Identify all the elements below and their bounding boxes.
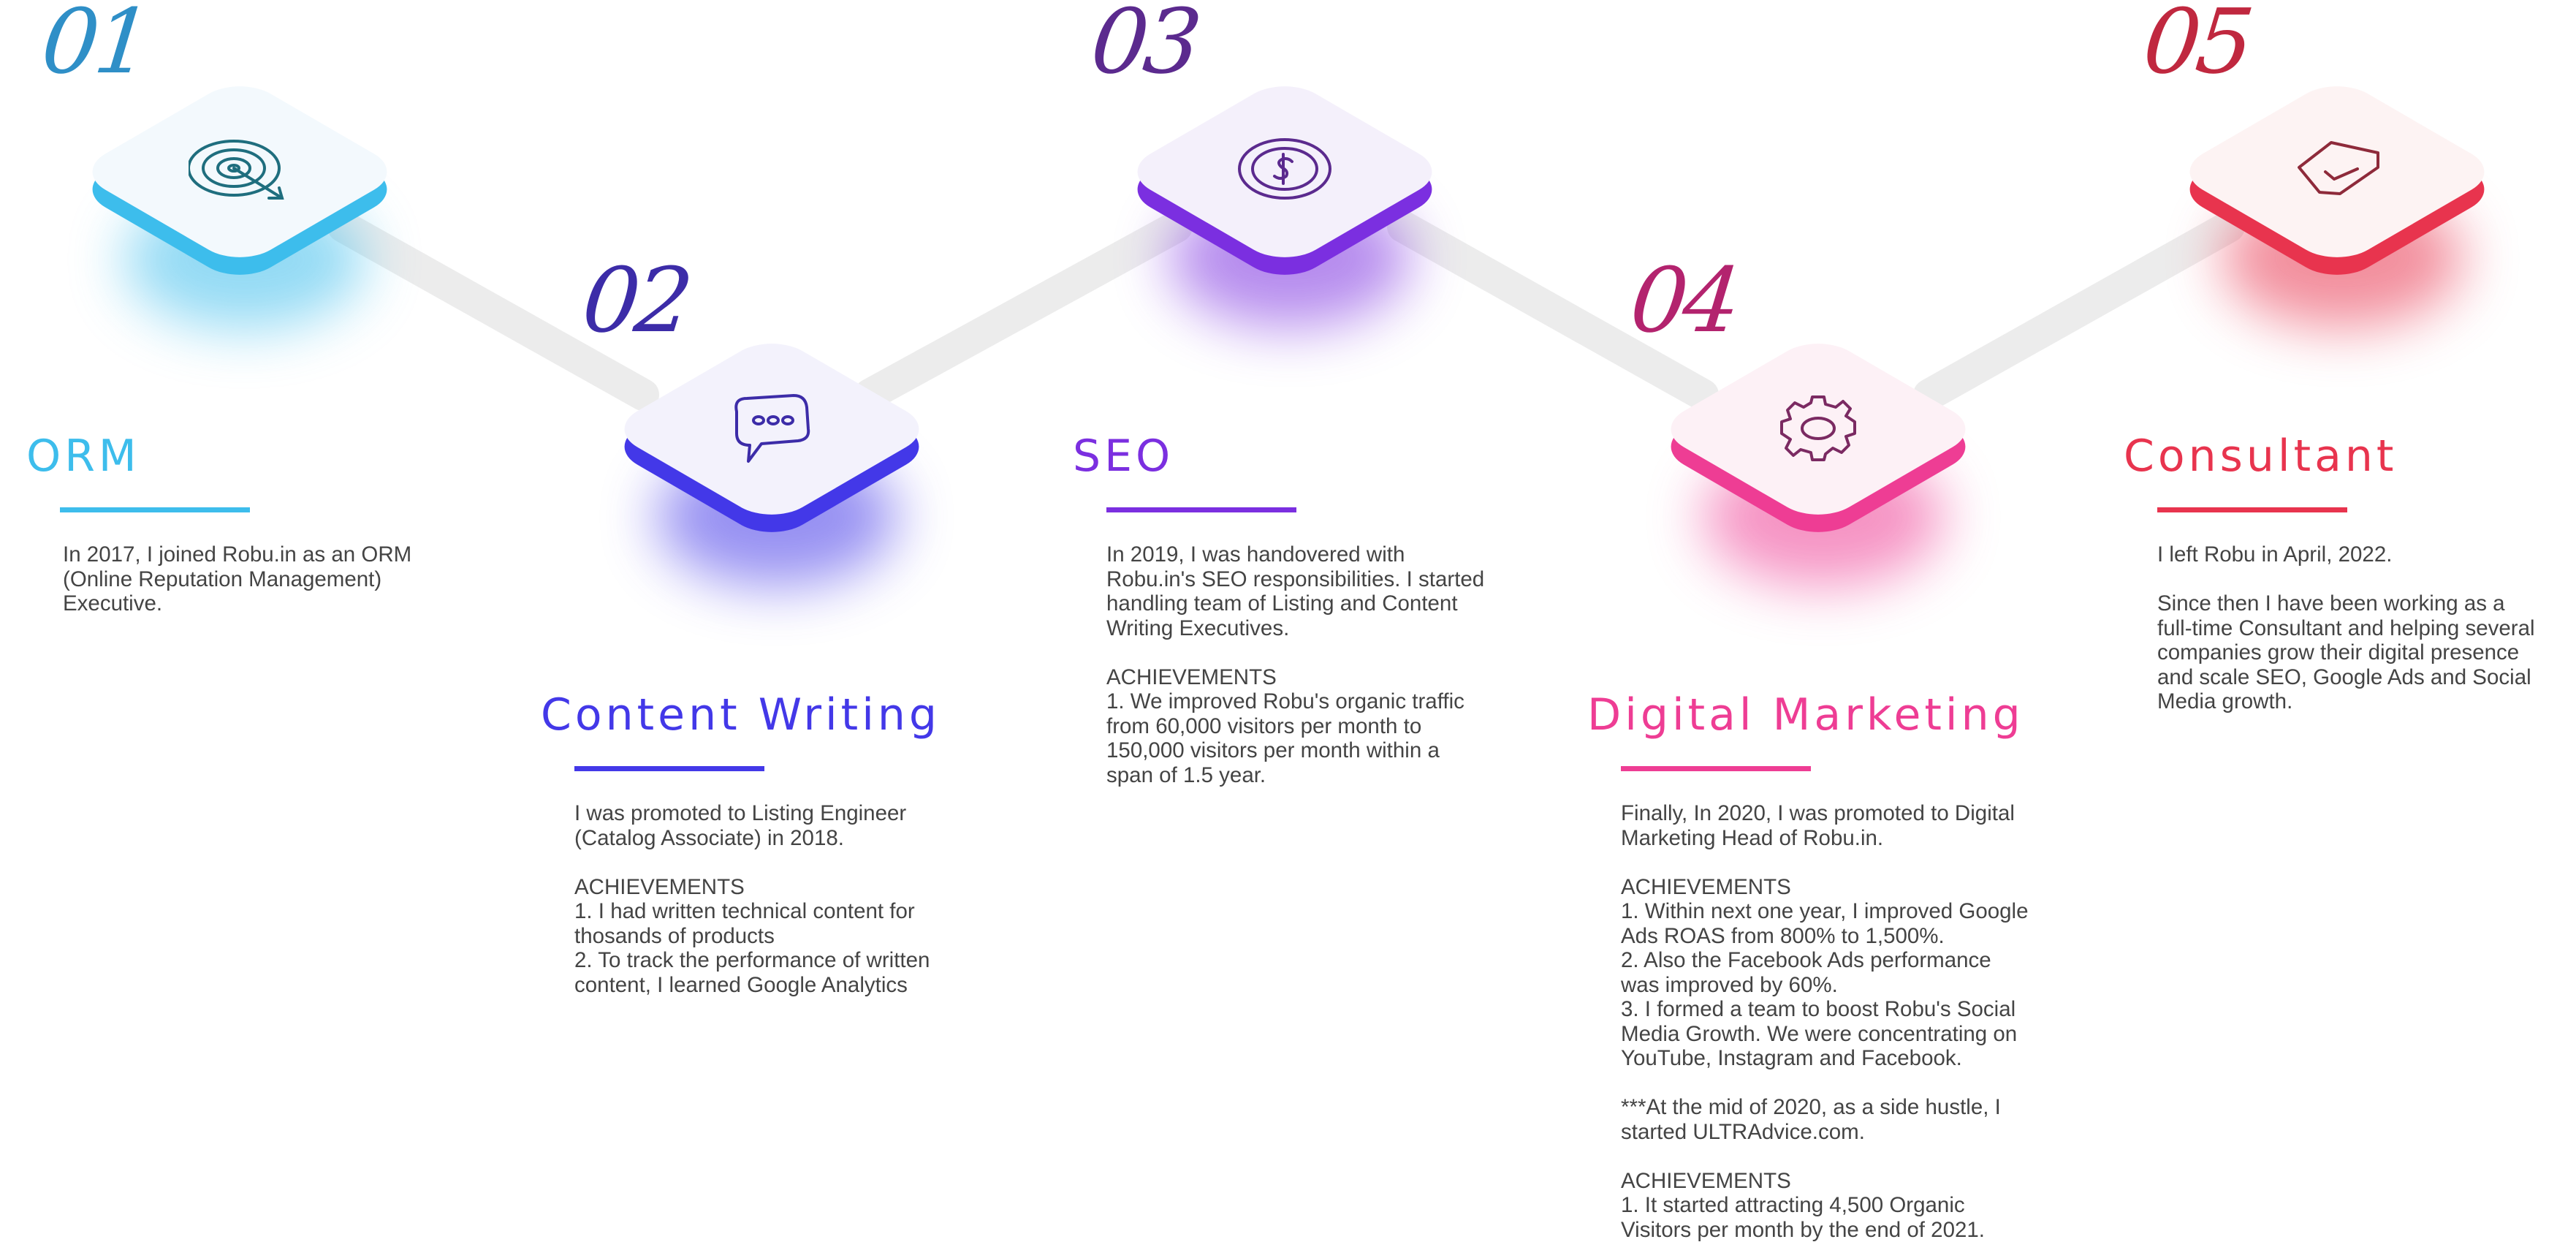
desc-line: I was promoted to Listing Engineer xyxy=(574,801,1020,826)
step-tile xyxy=(1701,312,1935,546)
step-number: 02 xyxy=(579,256,693,345)
connector-2-3 xyxy=(870,227,1177,395)
step-tile xyxy=(655,312,889,546)
desc-line: from 60,000 visitors per month to xyxy=(1106,714,1552,739)
step-description: I left Robu in April, 2022. Since then I… xyxy=(2157,542,2574,714)
desc-line: 1. I had written technical content for xyxy=(574,899,1020,924)
desc-line: full-time Consultant and helping several xyxy=(2157,616,2574,641)
desc-line: (Online Reputation Management) xyxy=(63,567,509,592)
step-description: In 2019, I was handovered with Robu.in's… xyxy=(1106,542,1552,787)
desc-gap xyxy=(2157,567,2574,592)
step-number: 03 xyxy=(1087,0,1201,86)
step-title: ORM xyxy=(26,434,140,478)
desc-line: 1. Within next one year, I improved Goog… xyxy=(1621,899,2067,924)
desc-line: was improved by 60%. xyxy=(1621,973,2067,998)
desc-line: Visitors per month by the end of 2021. xyxy=(1621,1218,2067,1242)
desc-line: Since then I have been working as a xyxy=(2157,591,2574,616)
step-title: Digital Marketing xyxy=(1587,693,2024,737)
step-description: I was promoted to Listing Engineer (Cata… xyxy=(574,801,1020,997)
desc-line: Media growth. xyxy=(2157,689,2574,714)
desc-line: 150,000 visitors per month within a xyxy=(1106,738,1552,763)
desc-line: Robu.in's SEO responsibilities. I starte… xyxy=(1106,567,1552,592)
step-number: 04 xyxy=(1627,256,1741,345)
desc-line: (Catalog Associate) in 2018. xyxy=(574,826,1020,851)
desc-line: Ads ROAS from 800% to 1,500%. xyxy=(1621,924,2067,949)
step-number: 05 xyxy=(2140,0,2254,86)
title-underline xyxy=(60,507,250,512)
desc-line: In 2017, I joined Robu.in as an ORM xyxy=(63,542,509,567)
dollar-coin-icon xyxy=(1234,135,1336,208)
desc-line: span of 1.5 year. xyxy=(1106,763,1552,788)
step-title: Consultant xyxy=(2124,434,2397,478)
desc-line: thosands of products xyxy=(574,924,1020,949)
desc-gap xyxy=(574,850,1020,875)
desc-gap xyxy=(1621,1071,2067,1096)
connector-4-5 xyxy=(1929,227,2229,395)
chat-bubble-icon xyxy=(723,391,826,464)
title-underline xyxy=(1106,507,1296,512)
step-tile xyxy=(2220,55,2454,289)
desc-line: started ULTRAdvice.com. xyxy=(1621,1120,2067,1145)
desc-line: 1. It started attracting 4,500 Organic xyxy=(1621,1193,2067,1218)
title-underline xyxy=(574,766,764,771)
desc-gap xyxy=(1621,1144,2067,1169)
desc-line: ACHIEVEMENTS xyxy=(1621,875,2067,900)
step-title: Content Writing xyxy=(541,693,941,737)
desc-line: Media Growth. We were concentrating on xyxy=(1621,1022,2067,1047)
desc-line: content, I learned Google Analytics xyxy=(574,973,1020,998)
desc-line: 2. To track the performance of written xyxy=(574,948,1020,973)
desc-line: Executive. xyxy=(63,591,509,616)
desc-gap xyxy=(1621,850,2067,875)
title-underline xyxy=(2157,507,2347,512)
desc-line: ACHIEVEMENTS xyxy=(1621,1169,2067,1194)
desc-line: I left Robu in April, 2022. xyxy=(2157,542,2574,567)
title-underline xyxy=(1621,766,1811,771)
step-description: Finally, In 2020, I was promoted to Digi… xyxy=(1621,801,2067,1242)
desc-line: handling team of Listing and Content xyxy=(1106,591,1552,616)
desc-line: In 2019, I was handovered with xyxy=(1106,542,1552,567)
desc-line: ACHIEVEMENTS xyxy=(574,875,1020,900)
desc-line: 2. Also the Facebook Ads performance xyxy=(1621,948,2067,973)
step-tile xyxy=(123,55,357,289)
desc-line: 1. We improved Robu's organic traffic xyxy=(1106,689,1552,714)
step-number: 01 xyxy=(38,0,152,86)
gear-icon xyxy=(1767,391,1869,464)
desc-gap xyxy=(1106,640,1552,665)
desc-line: YouTube, Instagram and Facebook. xyxy=(1621,1046,2067,1071)
desc-line: 3. I formed a team to boost Robu's Socia… xyxy=(1621,997,2067,1022)
step-title: SEO xyxy=(1073,434,1174,478)
target-icon xyxy=(189,135,291,208)
desc-line: companies grow their digital presence xyxy=(2157,640,2574,665)
desc-line: Finally, In 2020, I was promoted to Digi… xyxy=(1621,801,2067,826)
clipboard-check-icon xyxy=(2286,135,2388,208)
step-tile xyxy=(1168,55,1402,289)
desc-line: and scale SEO, Google Ads and Social xyxy=(2157,665,2574,690)
step-description: In 2017, I joined Robu.in as an ORM (Onl… xyxy=(63,542,509,616)
desc-line: Marketing Head of Robu.in. xyxy=(1621,826,2067,851)
desc-line: Writing Executives. xyxy=(1106,616,1552,641)
desc-line: ACHIEVEMENTS xyxy=(1106,665,1552,690)
desc-line: ***At the mid of 2020, as a side hustle,… xyxy=(1621,1095,2067,1120)
